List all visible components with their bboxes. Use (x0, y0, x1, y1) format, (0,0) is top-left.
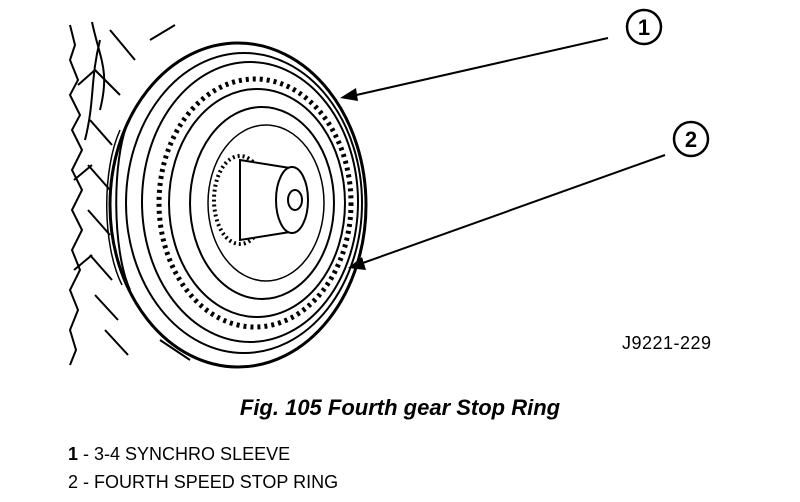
legend-separator: - (83, 472, 95, 492)
legend-number: 1 (68, 444, 79, 464)
legend-item: 1 - 3-4 SYNCHRO SLEEVE (68, 440, 338, 468)
legend-part: FOURTH SPEED STOP RING (94, 472, 339, 492)
legend-part: 3-4 SYNCHRO SLEEVE (94, 444, 291, 464)
callout-2-label: 2 (685, 127, 697, 152)
callout-1-label: 1 (638, 15, 650, 40)
figure-caption: Fig. 105 Fourth gear Stop Ring (239, 395, 561, 420)
callout-1: 1 (340, 8, 663, 101)
legend-item: 2 - FOURTH SPEED STOP RING (68, 468, 338, 496)
shaft-hub (212, 154, 309, 246)
legend-number: 2 (68, 472, 79, 492)
figure-id: J9221-229 (622, 333, 712, 353)
legend: 1 - 3-4 SYNCHRO SLEEVE 2 - FOURTH SPEED … (68, 440, 338, 496)
legend-separator: - (83, 444, 95, 464)
callout-2: 2 (348, 120, 710, 270)
stop-ring-illustration: 1 2 (68, 8, 710, 369)
